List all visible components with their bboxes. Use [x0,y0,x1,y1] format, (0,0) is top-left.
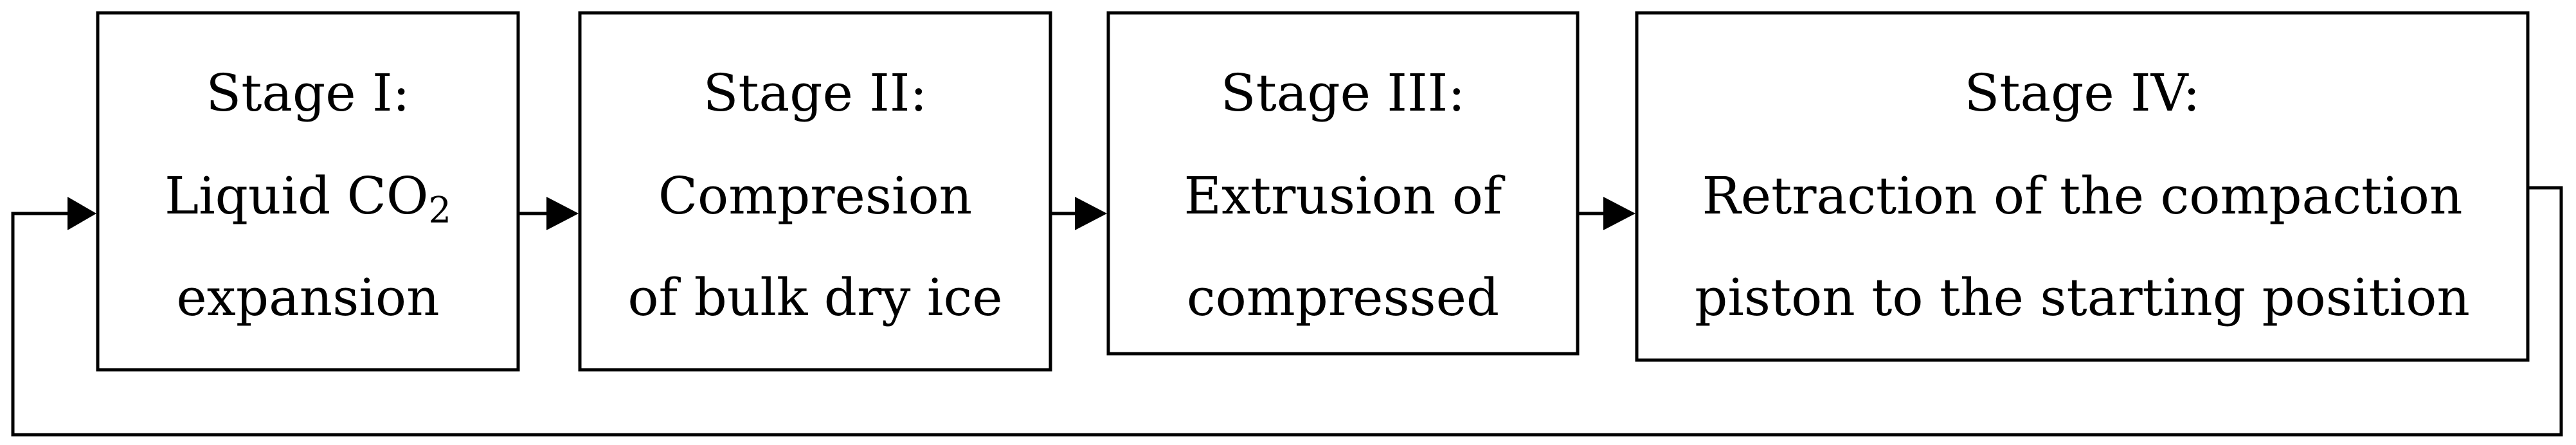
stage-1-line-1: Liquid CO2 [165,166,451,232]
stage-4-line-2: piston to the starting position [1695,268,2470,327]
stage-1-title: Stage I: [206,63,410,123]
stage-2-title: Stage II: [703,63,928,123]
stage-4-line-1: Retraction of the compaction [1702,166,2463,226]
arrow-2-3-head [1075,197,1107,230]
stage-2-line-1: Compresion [658,166,972,226]
stage-1-line-2: expansion [176,268,439,327]
stage-3-title: Stage III: [1221,63,1465,123]
arrow-1-2-head [546,197,579,230]
stage-4-box: Stage IV: Retraction of the compaction p… [1635,11,2530,362]
stage-2-line-2: of bulk dry ice [627,268,1002,327]
stage-2-box: Stage II: Compresion of bulk dry ice [578,11,1052,372]
feedback-arrowhead [68,197,96,230]
stage-3-box: Stage III: Extrusion of compressed [1106,11,1580,356]
co2-subscript: 2 [428,190,451,232]
stage-3-line-2: compressed [1187,268,1499,327]
feedback-loop-line [11,186,2563,437]
stage-3-line-1: Extrusion of [1184,166,1506,226]
arrow-3-4-head [1603,197,1635,230]
stage-4-title: Stage IV: [1965,63,2201,123]
stage-1-box: Stage I: Liquid CO2 expansion [96,11,520,372]
